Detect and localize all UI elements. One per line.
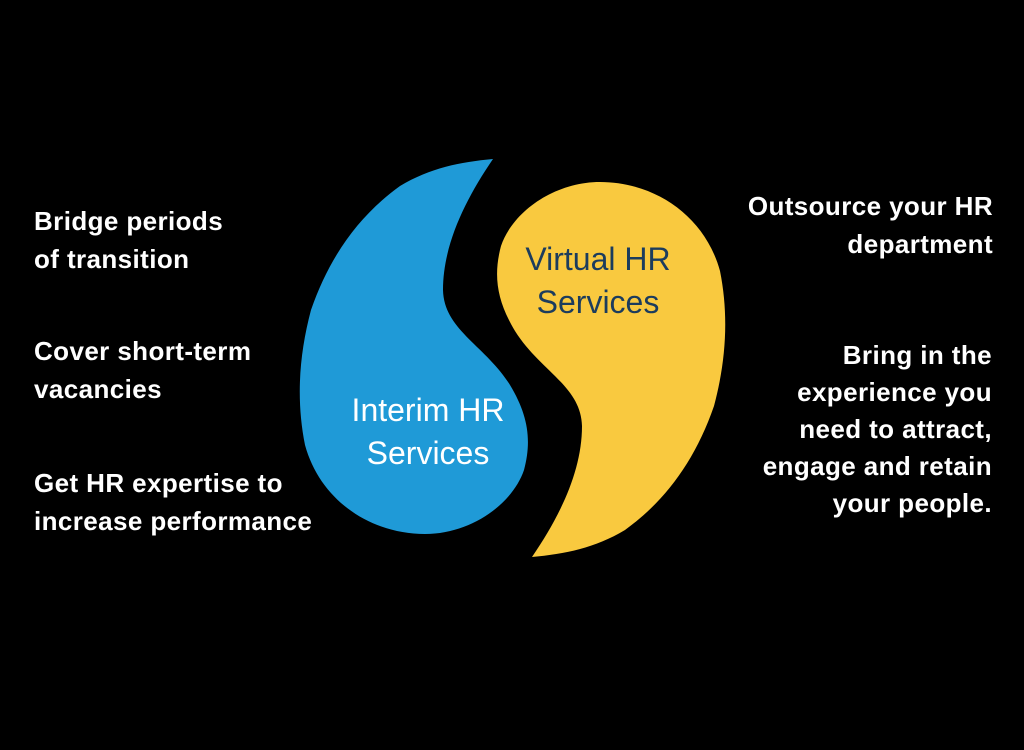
interim-hr-services-label: Interim HR Services xyxy=(351,392,505,471)
virtual-hr-services-label: Virtual HR Services xyxy=(525,241,671,320)
annotation-bridge-transition: Bridge periods of transition xyxy=(34,206,224,274)
annotation-cover-vacancies: Cover short-term vacancies xyxy=(34,336,252,404)
interim-teardrop-shape xyxy=(299,159,528,534)
annotation-hr-expertise: Get HR expertise to increase performance xyxy=(34,468,313,536)
annotation-outsource-department: Outsource your HR department xyxy=(747,191,993,259)
annotation-bring-experience: Bring in the experience you need to attr… xyxy=(762,340,992,518)
virtual-teardrop-shape xyxy=(497,182,726,557)
